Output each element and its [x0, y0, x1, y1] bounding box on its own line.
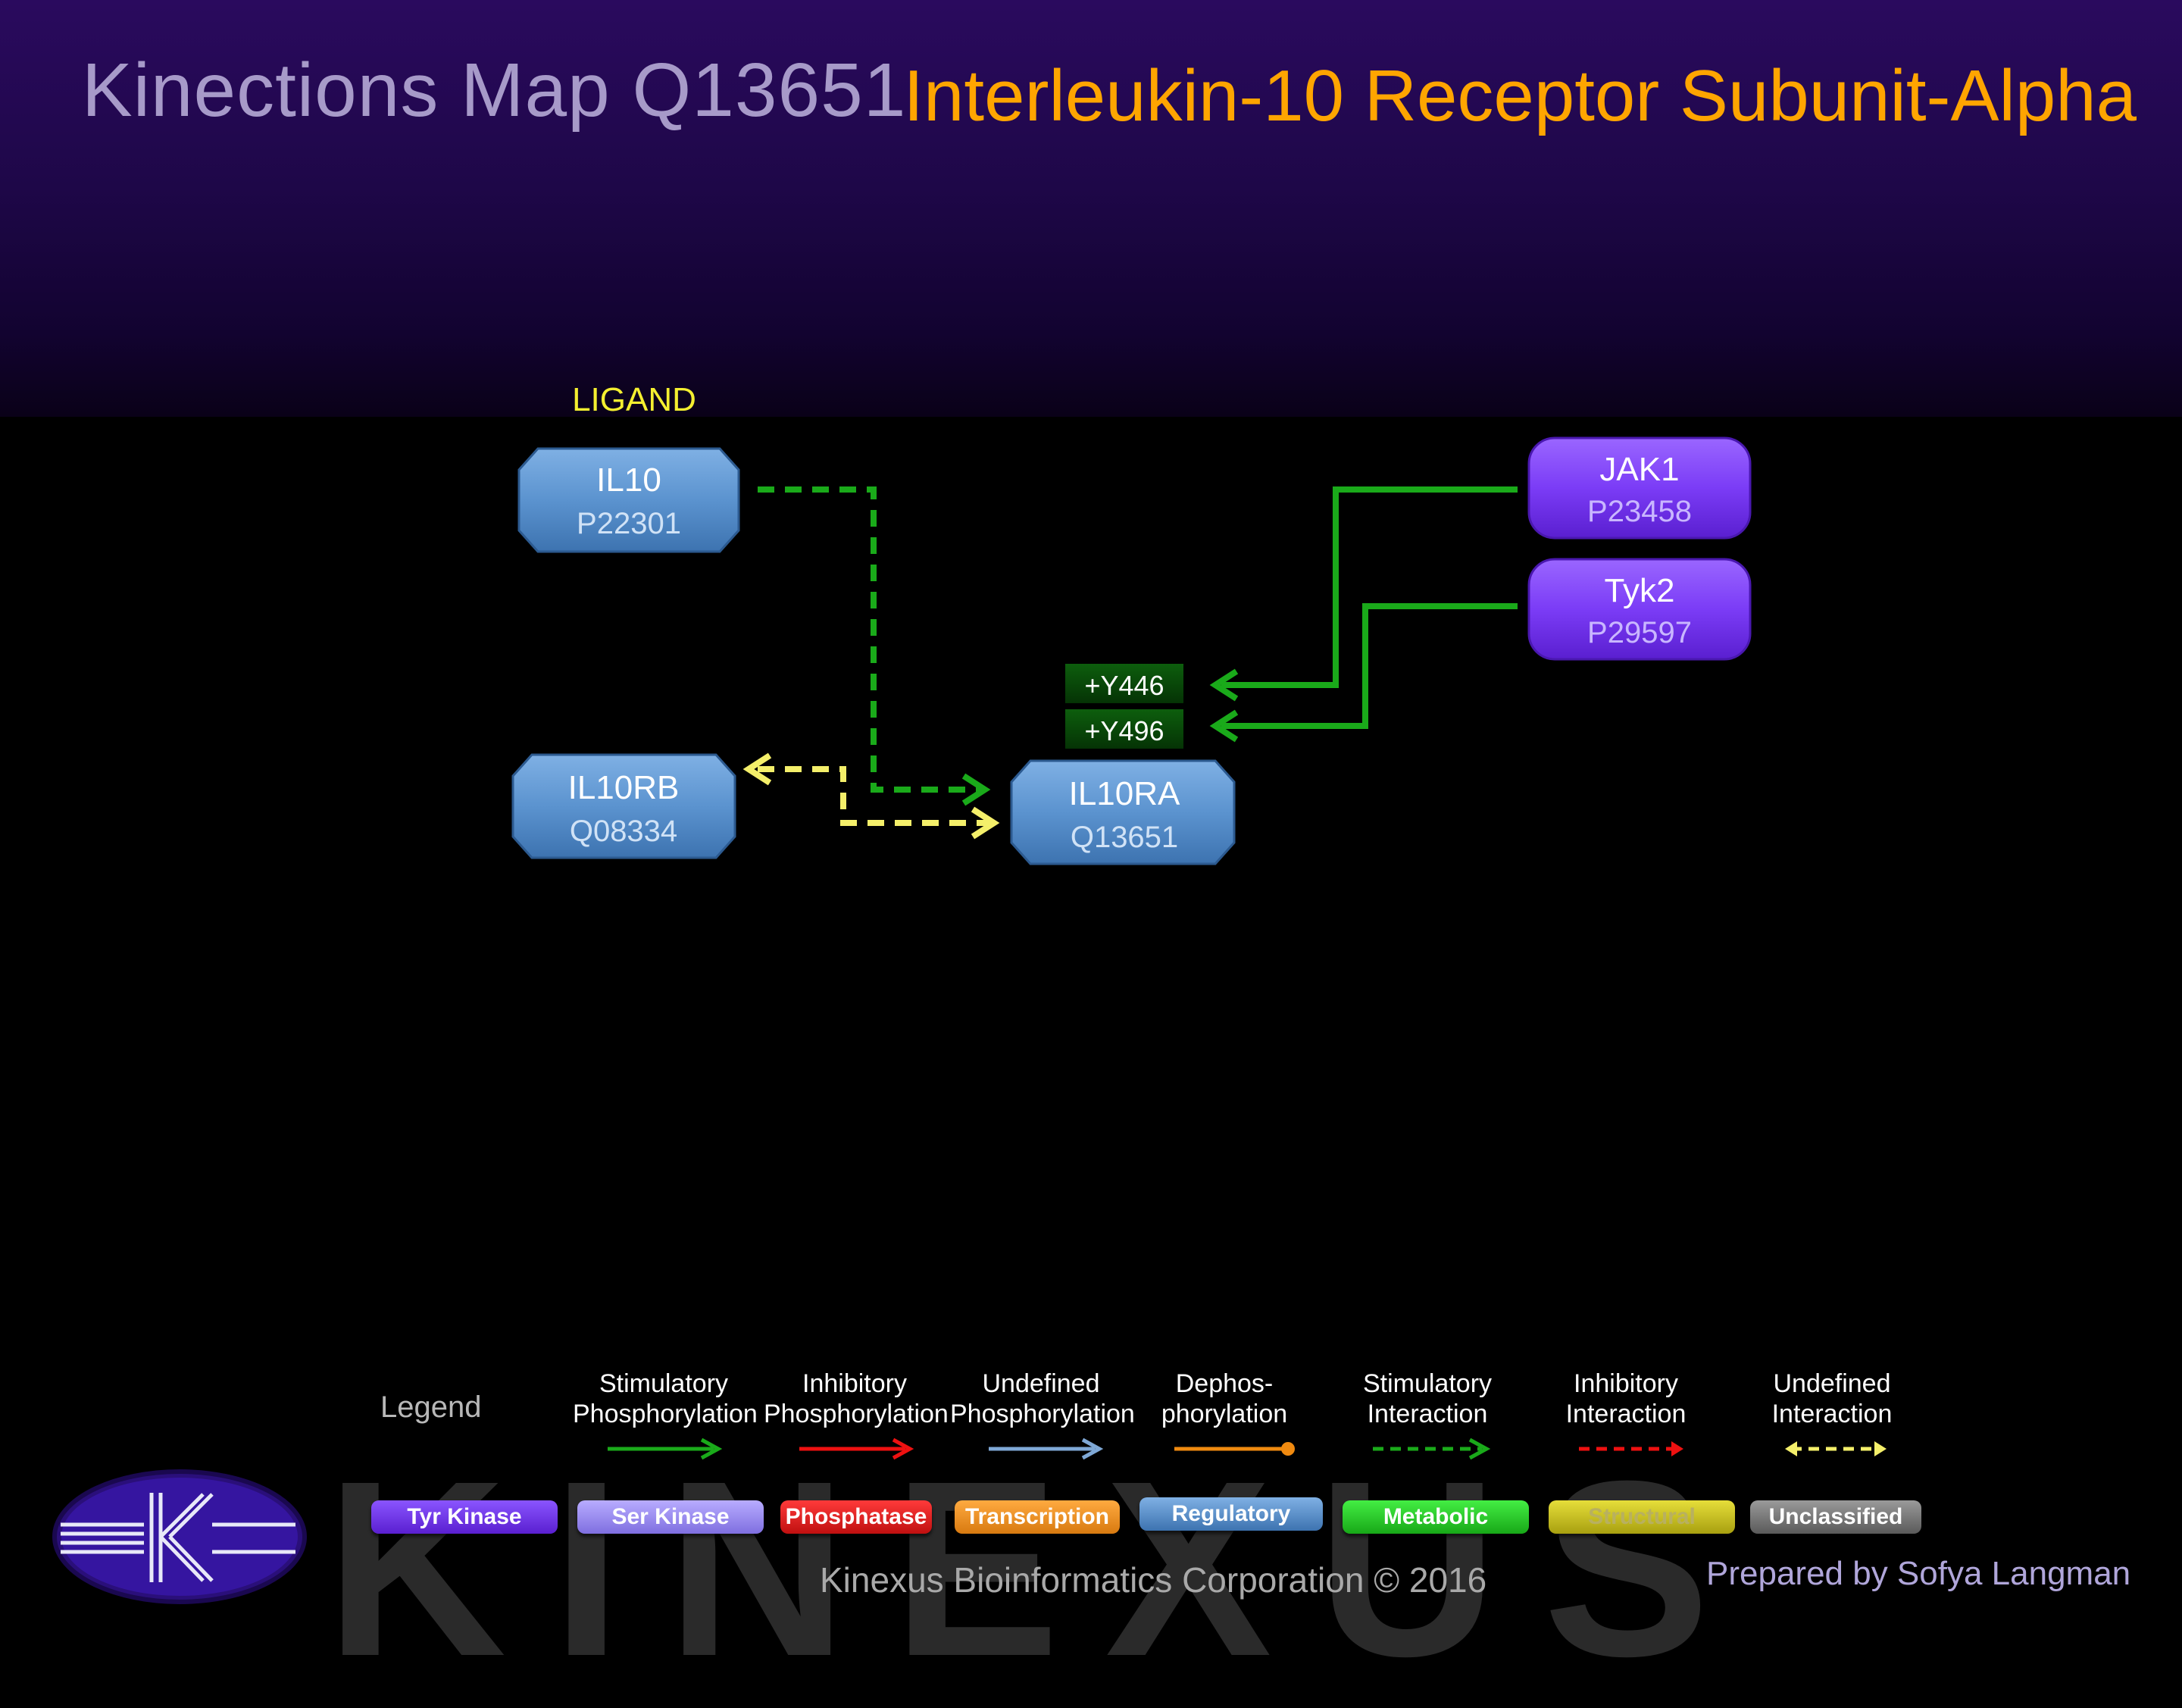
legend-dephos-line	[1174, 1442, 1295, 1456]
header-band	[0, 0, 2182, 417]
node-il10rb-accession: Q08334	[570, 815, 677, 848]
node-il10ra-accession: Q13651	[1071, 821, 1178, 854]
kinexus-logo	[52, 1469, 307, 1604]
legend-undef-phos-line2: Phosphorylation	[950, 1400, 1135, 1428]
node-il10ra-name: IL10RA	[1069, 775, 1180, 812]
node-jak1-accession: P23458	[1587, 495, 1692, 528]
edge-tyk2-y496	[1209, 603, 1518, 743]
protein-title: Interleukin-10 Receptor Subunit-Alpha	[903, 55, 2137, 136]
legend-stim-phos-text: Stimulatory Phosphorylation	[573, 1369, 758, 1429]
legend-inhib-int-line2: Interaction	[1565, 1400, 1687, 1428]
node-il10ra[interactable]: IL10RA Q13651	[1010, 759, 1236, 865]
legend-undef-phos-line	[989, 1437, 1104, 1460]
legend-stim-phos-line	[608, 1437, 723, 1460]
legend-inhib-phos-line	[799, 1437, 914, 1460]
legend-pill-metabolic: Metabolic	[1343, 1500, 1529, 1534]
site-y446: +Y446	[1065, 664, 1183, 703]
legend-stim-int-text: Stimulatory Interaction	[1336, 1369, 1518, 1429]
legend-dephos-text: Dephos- phorylation	[1133, 1369, 1315, 1429]
legend-stim-int-line1: Stimulatory	[1362, 1369, 1493, 1398]
legend-edge-samples	[608, 1437, 1887, 1460]
edge-il10rb-il10ra	[742, 752, 1000, 840]
legend-pill-transcription: Transcription	[955, 1500, 1120, 1534]
legend-undef-int-line2: Interaction	[1771, 1400, 1893, 1428]
legend-stim-int-line2: Interaction	[1367, 1400, 1488, 1428]
legend-undef-int-text: Undefined Interaction	[1741, 1369, 1923, 1429]
node-il10-accession: P22301	[577, 507, 681, 540]
legend-inhib-int-text: Inhibitory Interaction	[1535, 1369, 1717, 1429]
legend-undef-phos-line1: Undefined	[982, 1369, 1100, 1398]
legend-pill-unclassified: Unclassified	[1750, 1500, 1921, 1534]
legend-undef-int-line1: Undefined	[1773, 1369, 1891, 1398]
legend-pill-phosphatase: Phosphatase	[780, 1500, 932, 1534]
node-jak1-name: JAK1	[1599, 451, 1679, 488]
legend-dephos-line2: phorylation	[1161, 1400, 1288, 1428]
legend-inhib-phos-text: Inhibitory Phosphorylation	[764, 1369, 949, 1429]
legend-undef-phos-text: Undefined Phosphorylation	[950, 1369, 1135, 1429]
kinections-diagram: LIGAND +Y446 +Y496 IL10 P22301 IL10RB	[52, 381, 1887, 1604]
site-y496: +Y496	[1065, 709, 1183, 749]
site-y496-label: +Y496	[1084, 715, 1164, 746]
legend-stim-phos-line1: Stimulatory	[599, 1369, 729, 1398]
node-il10-name: IL10	[596, 461, 661, 499]
node-il10[interactable]: IL10 P22301	[517, 447, 740, 553]
legend-pill-regulatory: Regulatory	[1139, 1497, 1323, 1531]
node-il10rb-name: IL10RB	[568, 769, 680, 806]
footer-prepared-by: Prepared by Sofya Langman	[1706, 1555, 2131, 1592]
site-y446-label: +Y446	[1084, 670, 1164, 701]
node-tyk2-accession: P29597	[1587, 616, 1692, 649]
legend-pill-ser-kinase: Ser Kinase	[577, 1500, 764, 1534]
legend-inhib-phos-line1: Inhibitory	[802, 1369, 907, 1398]
edge-jak1-y446	[1209, 486, 1518, 702]
map-title: Kinections Map Q13651	[82, 48, 907, 133]
ligand-label: LIGAND	[572, 381, 696, 418]
footer-corporation: Kinexus Bioinformatics Corporation © 201…	[820, 1560, 1487, 1600]
legend-title: Legend	[380, 1390, 482, 1424]
legend-pill-tyr-kinase: Tyr Kinase	[371, 1500, 558, 1534]
legend-inhib-int-line	[1579, 1441, 1683, 1456]
node-il10rb[interactable]: IL10RB Q08334	[511, 753, 736, 859]
node-tyk2-name: Tyk2	[1605, 572, 1675, 609]
edge-il10-il10ra	[758, 486, 991, 806]
legend-stim-phos-line2: Phosphorylation	[573, 1400, 758, 1428]
node-tyk2[interactable]: Tyk2 P29597	[1527, 558, 1752, 661]
legend-stim-int-line	[1373, 1437, 1491, 1460]
legend-inhib-int-line1: Inhibitory	[1574, 1369, 1678, 1398]
node-jak1[interactable]: JAK1 P23458	[1527, 436, 1752, 540]
legend-undef-int-line	[1785, 1441, 1887, 1456]
legend-inhib-phos-line2: Phosphorylation	[764, 1400, 949, 1428]
legend-pill-structural: Structural	[1549, 1500, 1735, 1534]
legend-dephos-line1: Dephos-	[1175, 1369, 1274, 1398]
